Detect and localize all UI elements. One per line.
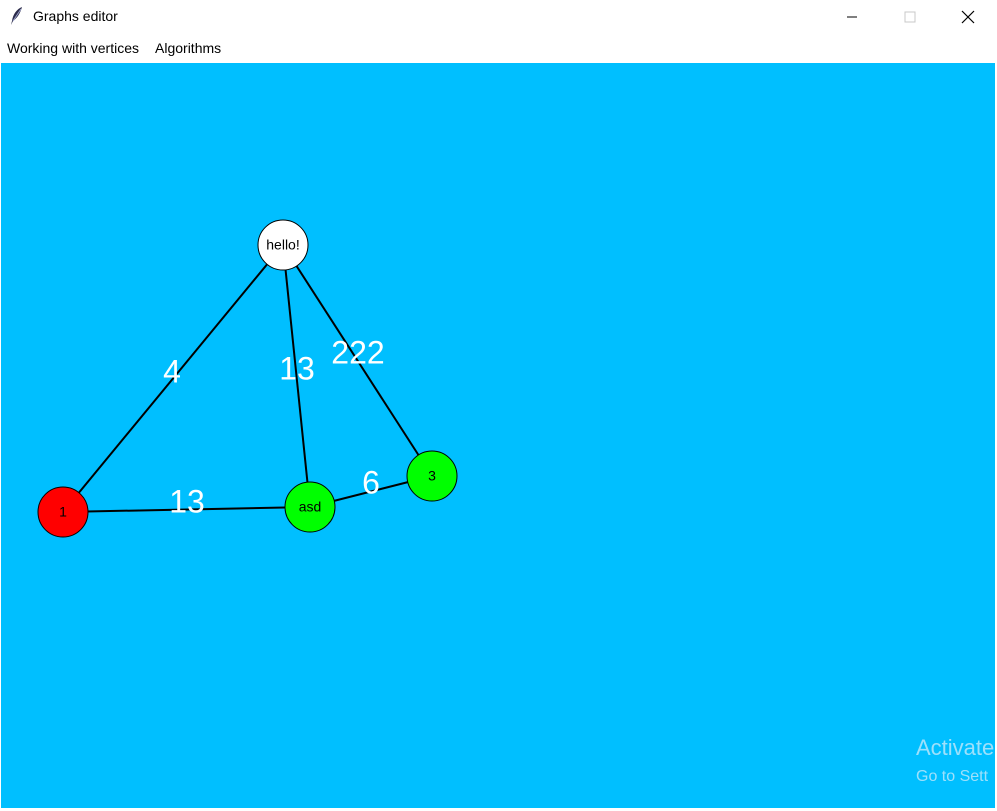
close-icon bbox=[961, 10, 975, 24]
maximize-icon bbox=[904, 11, 916, 23]
graph-vertex[interactable]: hello! bbox=[257, 219, 309, 271]
vertex-label: hello! bbox=[266, 237, 299, 253]
window-bottom-edge bbox=[0, 808, 997, 811]
menu-working-with-vertices[interactable]: Working with vertices bbox=[7, 40, 140, 56]
edge-weight-label: 6 bbox=[362, 464, 380, 500]
maximize-button[interactable] bbox=[881, 0, 939, 34]
graph-vertex[interactable]: 3 bbox=[406, 450, 458, 502]
vertex-label: asd bbox=[299, 499, 322, 515]
activation-watermark-title: Activate bbox=[916, 735, 995, 760]
minimize-button[interactable] bbox=[823, 0, 881, 34]
edge-weight-label: 13 bbox=[279, 350, 315, 386]
menu-bar: Working with vertices Algorithms bbox=[0, 34, 997, 62]
graph-edge[interactable] bbox=[282, 244, 311, 508]
window-title: Graphs editor bbox=[33, 8, 118, 24]
edge-weight-label: 222 bbox=[331, 334, 384, 370]
graph-drawing[interactable]: 4 13 222 13 6 hello! 1 asd 3 bbox=[1, 63, 995, 808]
edge-weight-label: 13 bbox=[169, 483, 205, 519]
title-bar[interactable]: Graphs editor bbox=[0, 0, 997, 34]
vertex-label: 3 bbox=[428, 468, 436, 484]
close-button[interactable] bbox=[939, 0, 997, 34]
activation-watermark-subtitle: Go to Sett bbox=[916, 768, 989, 785]
vertex-circle[interactable] bbox=[406, 450, 458, 502]
graph-edge[interactable] bbox=[62, 244, 284, 513]
menu-algorithms[interactable]: Algorithms bbox=[155, 40, 222, 56]
edge-weight-label: 4 bbox=[163, 353, 181, 389]
graph-vertex[interactable]: 1 bbox=[37, 486, 89, 538]
vertex-label: 1 bbox=[59, 504, 67, 520]
graph-canvas[interactable]: 4 13 222 13 6 hello! 1 asd 3 bbox=[1, 63, 995, 808]
vertex-circle[interactable] bbox=[37, 486, 89, 538]
graph-edge[interactable] bbox=[282, 244, 433, 477]
minimize-icon bbox=[847, 16, 857, 18]
vertex-circle[interactable] bbox=[257, 219, 309, 271]
graph-vertex[interactable]: asd bbox=[284, 481, 336, 533]
vertex-circle[interactable] bbox=[284, 481, 336, 533]
feather-icon bbox=[11, 7, 22, 25]
graph-edge[interactable] bbox=[62, 506, 311, 513]
